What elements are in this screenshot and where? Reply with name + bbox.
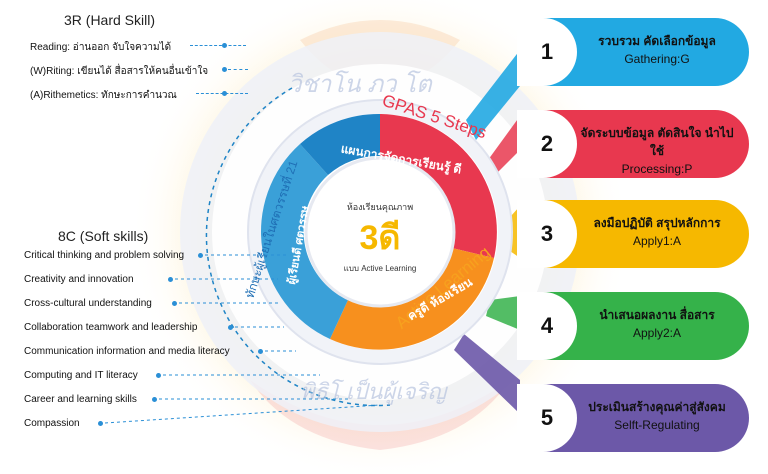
watermark-bottom: พิธิโ เป็นผู้เจริญ (300, 379, 447, 404)
step-thai-label: รวบรวม คัดเลือกข้อมูล (598, 34, 716, 48)
step-english-label: Apply1:A (632, 234, 682, 248)
step-thai-label: ลงมือปฏิบัติ สรุปหลักการ (593, 216, 721, 230)
step-thai-label: จัดระบบข้อมูล ตัดสินใจ นำไปใช้ (580, 126, 734, 158)
step-thai-label: นำเสนอผลงาน สื่อสาร (599, 308, 715, 322)
soft-skill-item: Creativity and innovation (24, 274, 134, 285)
step-number: 3 (540, 221, 554, 246)
soft-skills-title: 8C (Soft skills) (58, 228, 149, 244)
bullet-dot (222, 91, 227, 96)
step-number: 2 (540, 131, 554, 156)
step-bar-2: 2 จัดระบบข้อมูล ตัดสินใจ นำไปใช้ Processi… (517, 110, 749, 178)
step-thai-label: ประเมินสร้างคุณค่าสู่สังคม (588, 400, 726, 414)
soft-skill-item: Collaboration teamwork and leadership (24, 322, 198, 333)
step-number-badge: 2 (517, 110, 577, 178)
step-english-label: Processing:P (621, 162, 693, 176)
bullet-dot (168, 277, 173, 282)
step-bar-3: 3 ลงมือปฏิบัติ สรุปหลักการ Apply1:A (517, 200, 749, 268)
step-number: 5 (540, 405, 554, 430)
bullet-dot (222, 43, 227, 48)
bullet-dot (258, 349, 263, 354)
step-english-label: Gathering:G (624, 52, 690, 66)
bullet-dot (228, 325, 233, 330)
hard-skill-item: (A)Rithemetics: ทักษะการคำนวณ (30, 90, 177, 101)
soft-skill-item: Communication information and media lite… (24, 346, 230, 357)
bullet-dot (172, 301, 177, 306)
hard-skill-item: Reading: อ่านออก จับใจความได้ (30, 42, 172, 53)
step-number: 1 (540, 39, 554, 64)
step-number-badge: 5 (517, 384, 577, 452)
soft-skill-item: Computing and IT literacy (24, 370, 138, 381)
step-english-label: Selft-Regulating (614, 418, 700, 432)
soft-skill-item: Critical thinking and problem solving (24, 250, 185, 261)
hard-skill-item: (W)Riting: เขียนได้ สื่อสารให้คนอื่นเข้า… (30, 66, 209, 77)
step-english-label: Apply2:A (632, 326, 682, 340)
step-bar-5: 5 ประเมินสร้างคุณค่าสู่สังคม Selft-Regula… (517, 384, 749, 452)
bullet-dot (222, 67, 227, 72)
center-bottom-label: แบบ Active Learning (343, 264, 417, 273)
soft-skill-item: Career and learning skills (24, 394, 137, 405)
hard-skill-leader-line (190, 45, 246, 46)
soft-skill-item: Cross-cultural understanding (24, 298, 152, 309)
bullet-dot (98, 421, 103, 426)
step-number-badge: 4 (517, 292, 577, 360)
bullet-dot (152, 397, 157, 402)
watermark-top: วิชาโน ภว โต (288, 71, 432, 98)
hard-skill-leader-line (228, 69, 248, 70)
step-bar-1: 1 รวบรวม คัดเลือกข้อมูล Gathering:G (517, 18, 749, 86)
step-number: 4 (540, 313, 554, 338)
step-number-badge: 3 (517, 200, 577, 268)
bullet-dot (156, 373, 161, 378)
center-main-title: 3ดี (359, 219, 401, 257)
hard-skills-title: 3R (Hard Skill) (64, 12, 156, 28)
step-bar-4: 4 นำเสนอผลงาน สื่อสาร Apply2:A (517, 292, 749, 360)
center-top-label: ห้องเรียนคุณภาพ (346, 202, 414, 212)
bullet-dot (198, 253, 203, 258)
step-number-badge: 1 (517, 18, 577, 86)
soft-skill-item: Compassion (24, 418, 80, 429)
